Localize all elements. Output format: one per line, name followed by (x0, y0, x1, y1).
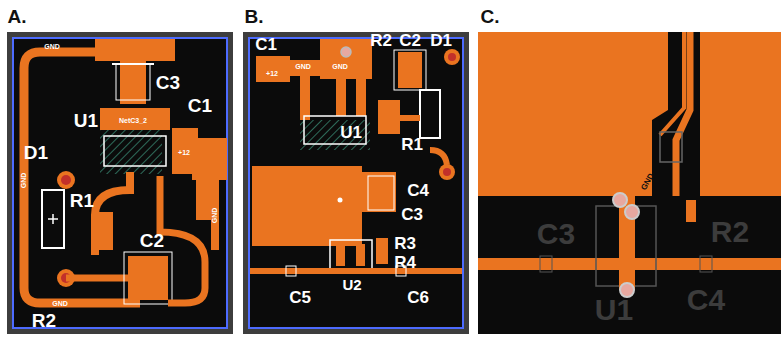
net-label: GND (295, 63, 311, 70)
panel-letter: A. (8, 7, 27, 26)
net-label: GND (52, 300, 68, 307)
part-label: R1 (70, 191, 94, 210)
net-label: GND (21, 172, 28, 188)
net-label: GND (640, 172, 656, 191)
part-label: C1 (255, 36, 277, 53)
part-label: C3 (537, 219, 575, 249)
part-label: C1 (188, 96, 212, 115)
board-c-zoom (478, 32, 781, 334)
part-label: R4 (394, 254, 416, 271)
part-label: U1 (74, 111, 98, 130)
board-b (243, 32, 469, 334)
part-label: U2 (342, 277, 361, 292)
part-label: R2 (32, 311, 56, 330)
part-label: C3 (401, 206, 423, 223)
part-label: R2 (711, 217, 749, 247)
part-label: C6 (407, 289, 429, 306)
part-label: C2 (140, 231, 164, 250)
part-label: R3 (394, 235, 416, 252)
part-label: R2 (370, 32, 392, 49)
board-a (7, 32, 233, 334)
part-label: D1 (430, 32, 452, 49)
net-label: GND (332, 63, 348, 70)
part-label: C5 (289, 289, 311, 306)
part-label: U1 (340, 124, 362, 141)
net-label: GND (44, 43, 60, 50)
net-label: +12 (178, 149, 190, 156)
net-label: GND (212, 207, 219, 223)
panel-letter: B. (245, 7, 264, 26)
part-label: U1 (595, 295, 633, 325)
panel-letter: C. (481, 7, 500, 26)
part-label: R1 (401, 136, 423, 153)
part-label: D1 (24, 143, 48, 162)
part-label: C4 (687, 285, 725, 315)
net-label: NetC3_2 (119, 117, 147, 124)
part-label: C4 (407, 182, 429, 199)
part-label: C2 (399, 32, 421, 49)
net-label: +12 (266, 70, 278, 77)
part-label: C3 (156, 73, 180, 92)
